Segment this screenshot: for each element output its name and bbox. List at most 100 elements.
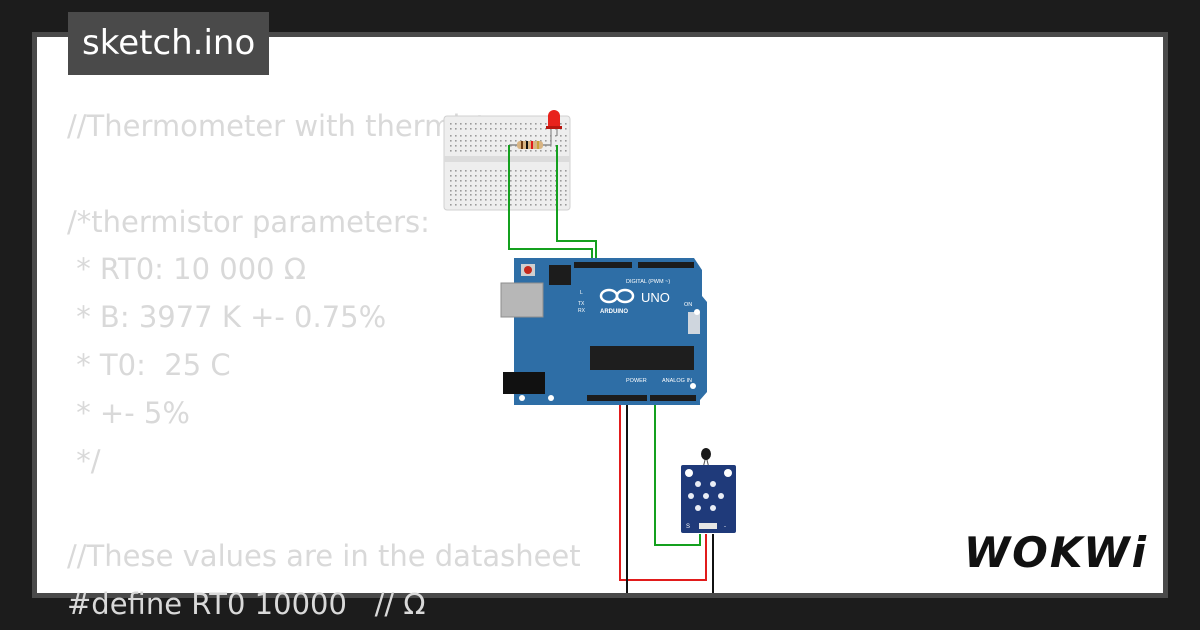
breadboard-hole — [480, 123, 482, 125]
ntc-temperature-sensor[interactable]: S - — [681, 448, 736, 533]
breadboard-hole — [475, 135, 477, 137]
breadboard-hole — [500, 194, 502, 196]
breadboard-hole — [480, 175, 482, 177]
breadboard-hole — [480, 150, 482, 152]
breadboard-hole — [515, 175, 517, 177]
breadboard-hole — [555, 140, 557, 142]
breadboard-hole — [490, 145, 492, 147]
breadboard-hole — [485, 170, 487, 172]
breadboard-hole — [465, 185, 467, 187]
breadboard-hole — [550, 170, 552, 172]
breadboard-hole — [525, 180, 527, 182]
resistor[interactable] — [509, 141, 551, 149]
breadboard-hole — [495, 128, 497, 130]
breadboard-hole — [530, 123, 532, 125]
breadboard-hole — [515, 135, 517, 137]
breadboard-hole — [495, 123, 497, 125]
breadboard-hole — [525, 185, 527, 187]
breadboard-hole — [475, 180, 477, 182]
breadboard-hole — [480, 185, 482, 187]
breadboard-hole — [470, 150, 472, 152]
breadboard-hole — [535, 150, 537, 152]
breadboard-hole — [525, 128, 527, 130]
breadboard-hole — [505, 135, 507, 137]
code-line: * +- 5% — [67, 395, 190, 430]
breadboard-hole — [555, 190, 557, 192]
breadboard-hole — [455, 140, 457, 142]
breadboard-hole — [555, 135, 557, 137]
breadboard-hole — [500, 180, 502, 182]
breadboard-hole — [450, 128, 452, 130]
breadboard-hole — [460, 150, 462, 152]
breadboard-hole — [490, 194, 492, 196]
breadboard[interactable] — [443, 115, 571, 211]
breadboard-hole — [540, 190, 542, 192]
sensor-minus-label: - — [724, 524, 726, 530]
breadboard-hole — [540, 150, 542, 152]
breadboard-hole — [510, 190, 512, 192]
breadboard-hole — [510, 140, 512, 142]
breadboard-hole — [495, 170, 497, 172]
breadboard-hole — [545, 204, 547, 206]
breadboard-hole — [550, 194, 552, 196]
breadboard-hole — [460, 190, 462, 192]
file-tab[interactable]: sketch.ino — [68, 12, 270, 75]
breadboard-hole — [545, 150, 547, 152]
breadboard-hole — [530, 150, 532, 152]
breadboard-hole — [480, 128, 482, 130]
breadboard-hole — [500, 175, 502, 177]
tx-led-label: TX — [578, 301, 585, 307]
breadboard-hole — [540, 123, 542, 125]
breadboard-hole — [555, 204, 557, 206]
breadboard-hole — [565, 123, 567, 125]
breadboard-hole — [525, 204, 527, 206]
breadboard-hole — [565, 180, 567, 182]
breadboard-hole — [530, 170, 532, 172]
breadboard-hole — [450, 145, 452, 147]
breadboard-hole — [455, 199, 457, 201]
breadboard-hole — [460, 185, 462, 187]
breadboard-hole — [505, 123, 507, 125]
breadboard-hole — [475, 194, 477, 196]
breadboard-hole — [465, 150, 467, 152]
breadboard-hole — [505, 175, 507, 177]
breadboard-hole — [545, 185, 547, 187]
breadboard-hole — [485, 190, 487, 192]
breadboard-hole — [470, 190, 472, 192]
breadboard-hole — [545, 180, 547, 182]
breadboard-hole — [450, 190, 452, 192]
arduino-uno-board[interactable]: UNO ARDUINO DIGITAL (PWM ~) POWER ANALOG… — [500, 258, 707, 405]
breadboard-hole — [565, 175, 567, 177]
breadboard-hole — [520, 135, 522, 137]
breadboard-hole — [485, 123, 487, 125]
breadboard-hole — [470, 175, 472, 177]
breadboard-hole — [475, 123, 477, 125]
breadboard-hole — [540, 194, 542, 196]
breadboard-hole — [465, 123, 467, 125]
breadboard-hole — [530, 140, 532, 142]
breadboard-hole — [465, 145, 467, 147]
breadboard-hole — [490, 123, 492, 125]
breadboard-hole — [490, 135, 492, 137]
on-led-label: ON — [684, 302, 692, 308]
breadboard-hole — [480, 204, 482, 206]
breadboard-hole — [565, 140, 567, 142]
breadboard-hole — [505, 204, 507, 206]
breadboard-hole — [520, 185, 522, 187]
breadboard-hole — [465, 204, 467, 206]
code-line: /*thermistor parameters: — [67, 204, 430, 239]
breadboard-hole — [560, 185, 562, 187]
code-line: * B: 3977 K +- 0.75% — [67, 300, 387, 335]
breadboard-hole — [485, 180, 487, 182]
led[interactable] — [546, 110, 562, 145]
breadboard-hole — [525, 150, 527, 152]
breadboard-hole — [495, 140, 497, 142]
sensor-signal-label: S — [686, 524, 690, 530]
breadboard-hole — [560, 140, 562, 142]
breadboard-hole — [565, 185, 567, 187]
breadboard-hole — [555, 194, 557, 196]
breadboard-hole — [470, 145, 472, 147]
breadboard-hole — [520, 204, 522, 206]
breadboard-hole — [470, 180, 472, 182]
breadboard-hole — [455, 194, 457, 196]
